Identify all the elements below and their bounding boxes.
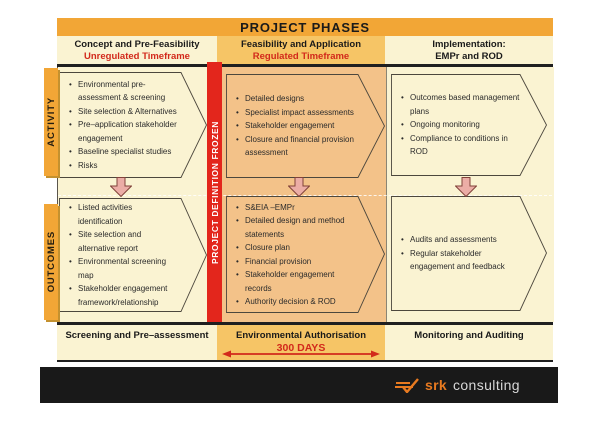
bullet-item: Site selection and alternative report	[68, 228, 177, 255]
bullet-item: Pre–application stakeholder engagement	[68, 118, 177, 145]
column-divider	[386, 67, 387, 322]
divider-line	[57, 360, 553, 362]
bullet-item: Detailed design and method statements	[235, 214, 355, 241]
phase-title: Concept and Pre-Feasibility	[74, 38, 200, 50]
bullet-item: Compliance to conditions in ROD	[400, 132, 523, 159]
bullet-item: Site selection & Alternatives	[68, 105, 177, 119]
phase-subtitle: EMPr and ROD	[435, 50, 503, 62]
brand-bar: srk consulting	[40, 367, 558, 403]
bullet-item: Regular stakeholder engagement and feedb…	[400, 247, 523, 274]
chevron-implementation-activity: Outcomes based management plansOngoing m…	[391, 74, 547, 176]
down-arrow-icon	[455, 177, 477, 197]
phase-title: Implementation:	[432, 38, 506, 50]
footer-screening: Screening and Pre–assessment	[57, 325, 217, 360]
bullet-item: Audits and assessments	[400, 233, 523, 247]
bullet-item: Environmental pre-assessment & screening	[68, 78, 177, 105]
bullet-item: Closure and financial provision assessme…	[235, 133, 355, 160]
bullet-list: Listed activities identificationSite sel…	[59, 198, 207, 312]
bullet-list: Audits and assessmentsRegular stakeholde…	[391, 196, 547, 311]
activity-row-label: ACTIVITY	[44, 68, 58, 176]
chevron-feasibility-activity: Detailed designsSpecialist impact assess…	[226, 74, 385, 178]
bullet-item: Specialist impact assessments	[235, 106, 355, 120]
brand-name: srk	[425, 377, 447, 393]
bullet-item: Stakeholder engagement	[235, 119, 355, 133]
bullet-item: Stakeholder engagement records	[235, 268, 355, 295]
chevron-feasibility-outcomes: S&EIA –EMPrDetailed design and method st…	[226, 196, 385, 313]
down-arrow-icon	[110, 177, 132, 197]
stage-footer-row: Screening and Pre–assessment Environment…	[57, 325, 553, 360]
bullet-list: Outcomes based management plansOngoing m…	[391, 74, 547, 176]
bullet-item: Detailed designs	[235, 92, 355, 106]
phase-header-implementation: Implementation: EMPr and ROD	[385, 36, 553, 64]
srk-bird-icon	[395, 377, 419, 393]
phase-header-concept: Concept and Pre-Feasibility Unregulated …	[57, 36, 217, 64]
bullet-item: Listed activities identification	[68, 201, 177, 228]
phase-header-feasibility: Feasibility and Application Regulated Ti…	[217, 36, 385, 64]
phase-subtitle: Unregulated Timeframe	[84, 50, 190, 62]
bullet-item: Stakeholder engagement framework/relatio…	[68, 282, 177, 309]
phase-subtitle: Regulated Timeframe	[252, 50, 350, 62]
divider-line	[57, 64, 553, 67]
bullet-item: Outcomes based management plans	[400, 91, 523, 118]
divider-line	[57, 322, 553, 325]
bullet-item: S&EIA –EMPr	[235, 201, 355, 215]
footer-environmental-authorisation: Environmental Authorisation 300 DAYS	[217, 325, 385, 360]
bullet-item: Ongoing monitoring	[400, 118, 523, 132]
project-definition-frozen-bar: PROJECT DEFINITION FROZEN	[207, 62, 222, 322]
footer-monitoring: Monitoring and Auditing	[385, 325, 553, 360]
brand-suffix: consulting	[452, 377, 520, 393]
bullet-list: Detailed designsSpecialist impact assess…	[226, 74, 385, 178]
bullet-item: Authority decision & ROD	[235, 295, 355, 309]
bullet-item: Baseline specialist studies	[68, 145, 177, 159]
phase-title: Feasibility and Application	[241, 38, 361, 50]
footer-label: Environmental Authorisation	[235, 330, 367, 341]
bullet-item: Financial provision	[235, 255, 355, 269]
row-divider-dashed	[58, 195, 552, 196]
page-title: PROJECT PHASES	[240, 19, 370, 35]
duration-label: 300 DAYS	[276, 342, 326, 354]
bullet-list: S&EIA –EMPrDetailed design and method st…	[226, 196, 385, 313]
down-arrow-icon	[288, 177, 310, 197]
duration-span-arrow-icon	[222, 350, 380, 358]
bullet-item: Risks	[68, 159, 177, 173]
outcomes-row-label: OUTCOMES	[44, 204, 58, 320]
chevron-concept-outcomes: Listed activities identificationSite sel…	[59, 198, 207, 312]
page-title-bar: PROJECT PHASES	[57, 18, 553, 36]
phase-header-row: Concept and Pre-Feasibility Unregulated …	[57, 36, 553, 64]
bullet-list: Environmental pre-assessment & screening…	[59, 72, 207, 178]
bullet-item: Environmental screening map	[68, 255, 177, 282]
chevron-implementation-outcomes: Audits and assessmentsRegular stakeholde…	[391, 196, 547, 311]
bullet-item: Closure plan	[235, 241, 355, 255]
chevron-concept-activity: Environmental pre-assessment & screening…	[59, 72, 207, 178]
footer-label: Screening and Pre–assessment	[65, 330, 209, 341]
footer-label: Monitoring and Auditing	[414, 330, 524, 341]
